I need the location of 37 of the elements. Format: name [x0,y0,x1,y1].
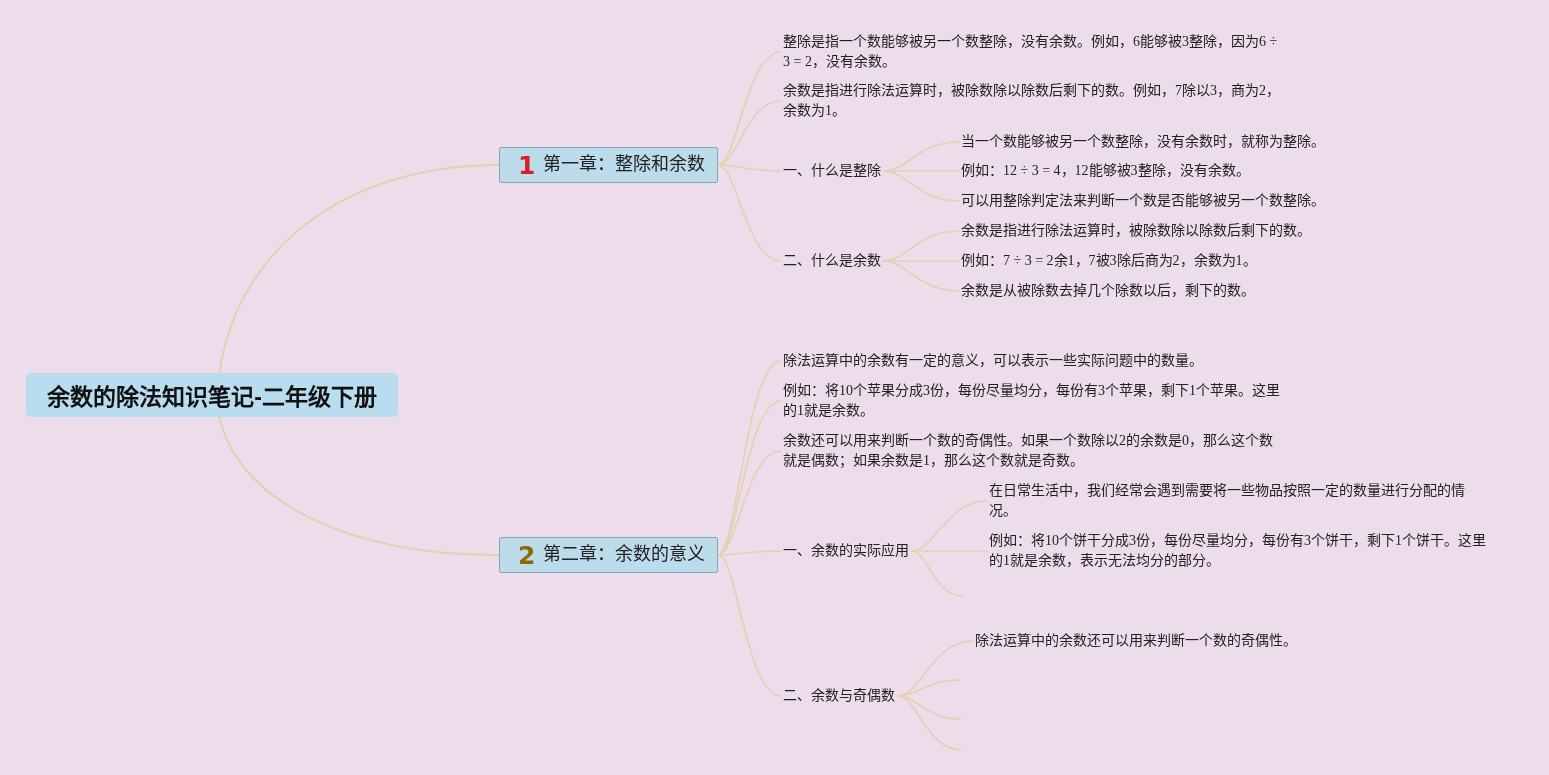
note-text: 余数是从被除数去掉几个除数以后，剩下的数。 [961,281,1255,301]
note-text: 例如：将10个饼干分成3份，每份尽量均分，每份有3个饼干，剩下1个饼干。这里的1就是余数，表示无法均分的部分。 [989,531,1494,571]
branch-line [883,170,960,202]
chapter-topic-box [499,537,718,573]
note-text: 在日常生活中，我们经常会遇到需要将一些物品按照一定的数量进行分配的情况。 [989,481,1484,521]
branch-line [717,554,782,697]
branch-line [218,164,500,374]
chapter-topic-box [499,147,718,183]
chapter-number: 1 [518,152,536,178]
note-text: 整除是指一个数能够被另一个数整除，没有余数。例如，6能够被3整除，因为6 ÷ 3 = 2，没有余数。 [783,32,1279,72]
branch-line [218,416,500,556]
branch-line [897,695,962,720]
branch-line [717,450,782,556]
note-text: 除法运算中的余数有一定的意义，可以表示一些实际问题中的数量。 [783,351,1203,371]
subtopic-text: 二、余数与奇偶数 [783,686,895,706]
branch-line [911,550,988,552]
note-text: 除法运算中的余数还可以用来判断一个数的奇偶性。 [975,631,1297,651]
branch-line [717,164,782,262]
note-text: 余数还可以用来判断一个数的奇偶性。如果一个数除以2的余数是0，那么这个数就是偶数；如果余数是1，那么这个数就是奇数。 [783,431,1281,471]
note-text: 可以用整除判定法来判断一个数是否能够被另一个数整除。 [961,191,1325,211]
branch-line [883,260,960,292]
note-text: 例如：将10个苹果分成3份，每份尽量均分，每份有3个苹果，剩下1个苹果。这里的1就是余数。 [783,381,1288,421]
branch-line [911,550,963,597]
root-topic: 余数的除法知识笔记-二年级下册 [26,373,398,417]
chapter-number: 2 [518,542,536,568]
subtopic-text: 一、什么是整除 [783,161,881,181]
note-text: 余数是指进行除法运算时，被除数除以除数后剩下的数。 [961,221,1311,241]
subtopic-text: 二、什么是余数 [783,251,881,271]
note-text: 当一个数能够被另一个数整除，没有余数时，就称为整除。 [961,132,1325,152]
chapter-title: 第一章：整除和余数 [543,154,706,176]
note-text: 例如：12 ÷ 3 = 4，12能够被3整除，没有余数。 [961,161,1250,181]
chapter-title: 第二章：余数的意义 [543,544,706,566]
branch-line [717,51,782,166]
subtopic-text: 一、余数的实际应用 [783,541,909,561]
note-text: 例如：7 ÷ 3 = 2余1，7被3除后商为2，余数为1。 [961,251,1257,271]
note-text: 余数是指进行除法运算时，被除数除以除数后剩下的数。例如，7除以3，商为2，余数为1。 [783,81,1283,121]
branch-line [897,695,962,751]
